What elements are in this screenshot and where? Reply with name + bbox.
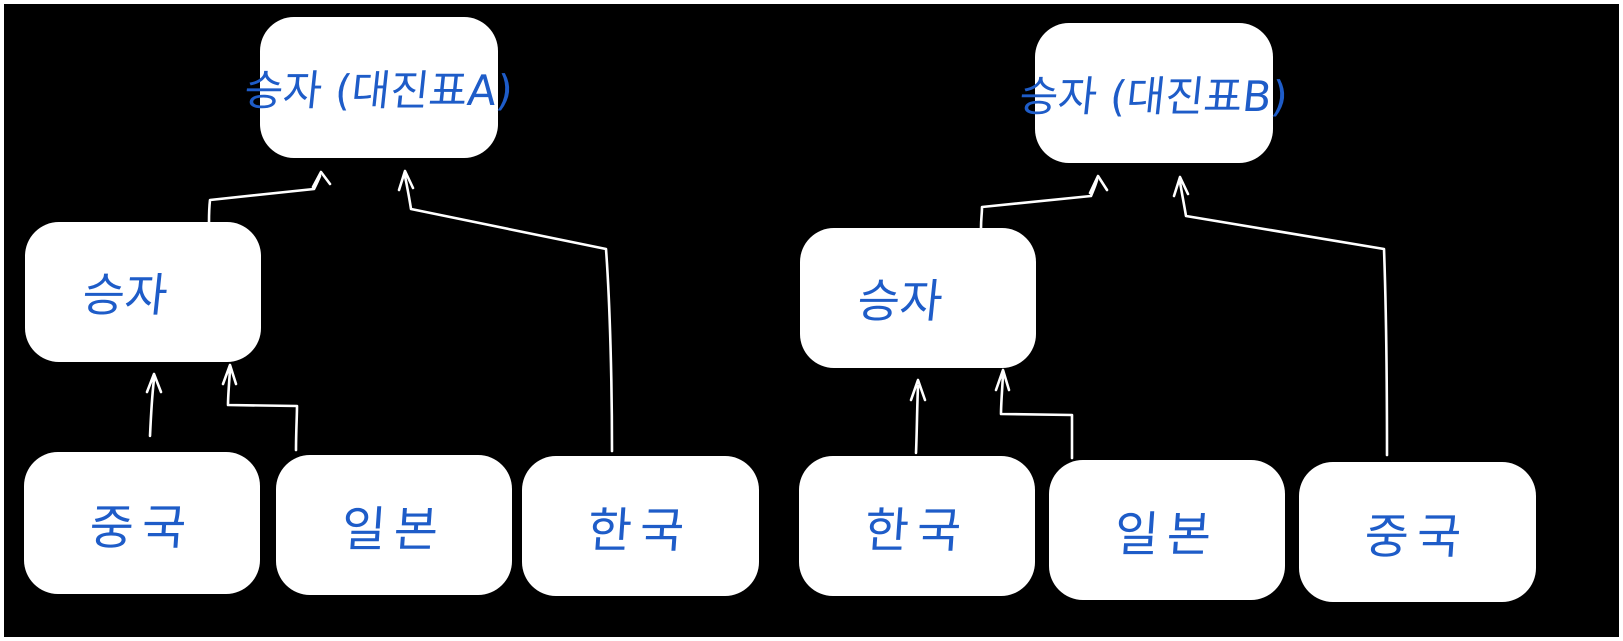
right-middle-winner-label: 승자 <box>854 274 946 328</box>
right-leaf-node-3: 중국 <box>1299 462 1536 602</box>
connector-right-midwinner-to-top <box>979 174 1109 230</box>
left-leaf-label-2: 일본 <box>339 502 448 558</box>
right-leaf-node-1: 한국 <box>799 456 1035 596</box>
right-leaf-label-2: 일본 <box>1112 507 1221 563</box>
left-top-winner-label: 승자 (대진표A) <box>242 66 516 115</box>
right-leaf-node-2: 일본 <box>1049 460 1285 600</box>
connector-right-japan-to-winner <box>994 368 1074 460</box>
left-middle-winner-label: 승자 <box>79 268 171 322</box>
connector-right-korea-to-winner <box>909 378 927 455</box>
left-leaf-label-1: 중국 <box>87 500 196 556</box>
right-leaf-label-3: 중국 <box>1363 509 1472 565</box>
left-leaf-label-3: 한국 <box>586 503 695 559</box>
connector-left-china-to-winner <box>145 372 163 438</box>
connector-left-midwinner-to-top <box>207 170 332 224</box>
left-top-winner-node: 승자 (대진표A) <box>242 17 515 158</box>
left-leaf-node-2: 일본 <box>276 455 512 595</box>
connector-layer <box>145 169 1389 460</box>
connector-left-japan-to-winner <box>221 363 299 452</box>
right-top-winner-node: 승자 (대진표B) <box>1017 23 1290 163</box>
diagram-canvas: 승자 (대진표A) 승자 중국 일본 한국 승자 (대진표B) 승자 한국 일본… <box>4 4 1619 637</box>
left-leaf-node-3: 한국 <box>522 456 759 596</box>
connector-left-korea-to-top <box>397 169 614 453</box>
right-leaf-label-1: 한국 <box>862 503 971 559</box>
left-leaf-node-1: 중국 <box>24 452 260 594</box>
right-top-winner-label: 승자 (대진표B) <box>1017 71 1291 121</box>
right-middle-winner-node: 승자 <box>800 228 1036 368</box>
connector-right-china-to-top <box>1172 175 1389 457</box>
left-middle-winner-node: 승자 <box>25 222 261 362</box>
